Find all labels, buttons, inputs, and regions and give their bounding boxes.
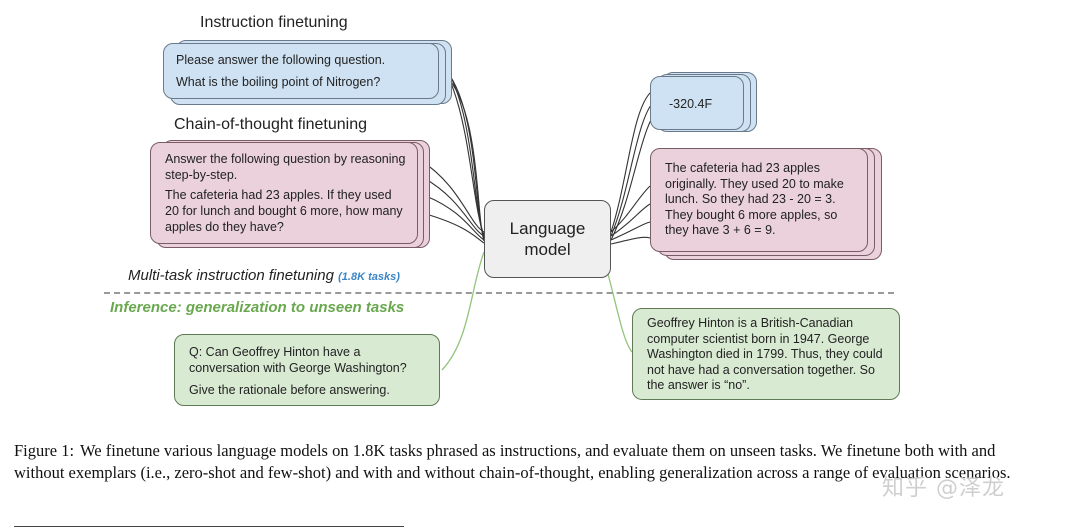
instruction-line-1: Please answer the following question.	[176, 53, 386, 67]
wire-out-1	[610, 91, 652, 233]
inference-question-line-2: Give the rationale before answering.	[189, 383, 390, 397]
inference-answer-text: Geoffrey Hinton is a British-Canadian co…	[647, 316, 883, 392]
cot-line-1: Answer the following question by reasoni…	[165, 152, 406, 182]
instruction-finetuning-title: Instruction finetuning	[200, 14, 348, 31]
wire-out-6	[610, 221, 651, 241]
wire-cot-2	[423, 177, 485, 237]
instruction-card: Please answer the following question. Wh…	[163, 43, 439, 99]
answer-short-card: -320.4F	[650, 76, 744, 130]
wire-out-7	[610, 236, 651, 245]
watermark: 知乎 @泽龙	[882, 476, 1005, 501]
wire-inst-4	[445, 75, 485, 242]
language-model-label: Language model	[509, 219, 586, 259]
cot-finetuning-title: Chain-of-thought finetuning	[174, 116, 368, 133]
multitask-label: Multi-task instruction finetuning	[128, 267, 334, 284]
answer-cot-text: The cafeteria had 23 apples originally. …	[665, 161, 844, 237]
answer-short-text: -320.4F	[669, 97, 713, 111]
inference-label: Inference: generalization to unseen task…	[110, 299, 405, 316]
cot-card: Answer the following question by reasoni…	[150, 142, 418, 244]
connector-lines	[419, 51, 664, 371]
cot-line-2: The cafeteria had 23 apples. If they use…	[165, 188, 403, 234]
caption-text: We finetune various language models on 1…	[14, 441, 1011, 482]
language-model-box: Language model	[484, 200, 611, 278]
wire-cot-3	[425, 195, 485, 241]
wire-out-5	[610, 203, 651, 237]
inference-question-line-1: Q: Can Geoffrey Hinton have a conversati…	[189, 345, 407, 375]
instruction-line-2: What is the boiling point of Nitrogen?	[176, 75, 381, 89]
inference-answer-card: Geoffrey Hinton is a British-Canadian co…	[632, 308, 900, 400]
wire-out-4	[610, 185, 651, 233]
wire-cot-1	[419, 159, 485, 233]
figure: Instruction finetuning Please answer the…	[104, 14, 900, 406]
wire-inference-in	[441, 251, 485, 371]
figure-caption: Figure 1:We finetune various language mo…	[14, 440, 1014, 484]
inference-question-card: Q: Can Geoffrey Hinton have a conversati…	[174, 334, 440, 406]
multitask-label-wrap: Multi-task instruction finetuning (1.8K …	[128, 267, 400, 284]
finetune-inference-divider	[104, 292, 894, 294]
caption-label: Figure 1:	[14, 441, 75, 460]
answer-cot-card: The cafeteria had 23 apples originally. …	[650, 148, 868, 252]
wire-cot-4	[425, 213, 485, 244]
multitask-count: (1.8K tasks)	[338, 271, 400, 283]
footnote-rule	[14, 526, 404, 527]
